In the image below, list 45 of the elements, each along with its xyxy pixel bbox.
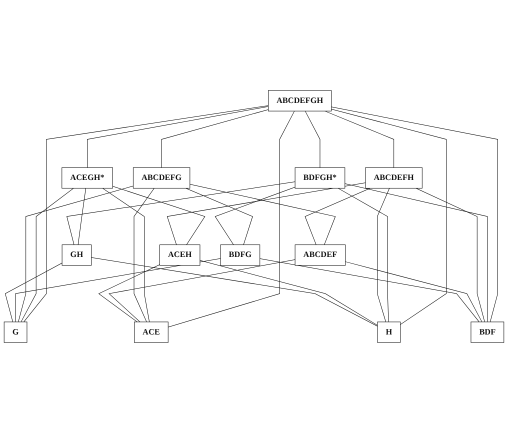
- node-box: ABCDEFH: [365, 167, 422, 188]
- connector: [66, 181, 296, 246]
- node-box: BDFG: [220, 244, 260, 266]
- node-box: H: [377, 322, 401, 343]
- connector: [304, 110, 320, 168]
- connector: [18, 186, 134, 322]
- node-box: BDFGH*: [294, 167, 346, 188]
- node-box: ABCDEFGH: [268, 90, 332, 112]
- connector: [166, 182, 366, 246]
- connector: [304, 188, 370, 246]
- connector: [200, 260, 378, 326]
- connector: [134, 188, 154, 322]
- connector: [260, 258, 480, 322]
- connector: [78, 188, 86, 246]
- connector: [102, 188, 150, 322]
- connector: [377, 188, 390, 322]
- connector: [331, 106, 498, 322]
- connector: [161, 109, 269, 168]
- connector: [24, 105, 269, 322]
- connector: [338, 188, 389, 322]
- connector: [112, 186, 206, 246]
- node-box: ABCDEF: [294, 244, 346, 266]
- connector: [344, 183, 488, 322]
- connector: [214, 186, 296, 246]
- node-box: ACEH: [159, 244, 200, 266]
- connector: [416, 188, 485, 322]
- connector: [345, 261, 482, 322]
- connector: [4, 262, 62, 322]
- node-box: ACE: [134, 322, 168, 343]
- connector: [91, 257, 378, 326]
- connector: [168, 110, 295, 328]
- connector: [186, 188, 253, 246]
- connector: [331, 108, 447, 325]
- connector: [108, 259, 296, 322]
- node-box: GH: [62, 244, 92, 266]
- node-box: BDF: [470, 322, 504, 343]
- connector: [98, 264, 160, 322]
- node-box: G: [4, 322, 28, 343]
- connector: [15, 258, 221, 322]
- connector: [324, 110, 394, 168]
- node-box: ABCDEFG: [132, 167, 190, 188]
- connector: [87, 106, 269, 168]
- node-box: ACEGH*: [62, 167, 113, 188]
- connector: [190, 184, 336, 246]
- connector: [20, 188, 74, 322]
